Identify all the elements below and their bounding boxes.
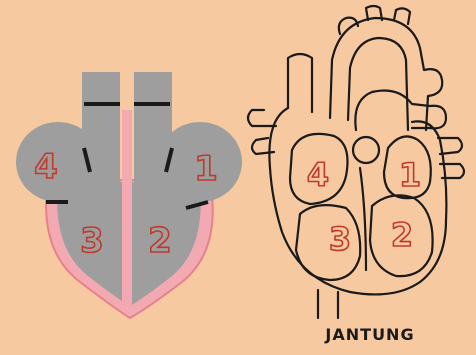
schematic-heart: 4 1 3 2 — [16, 72, 242, 318]
schematic-label-2: 2 — [148, 221, 172, 261]
anatomical-label-2: 2 — [391, 216, 413, 254]
aortic-arch — [330, 18, 442, 130]
aortic-valve — [353, 137, 379, 163]
anatomical-label-1: 1 — [399, 156, 421, 194]
aortic-arch-inner — [348, 38, 408, 130]
pulmonary-artery — [355, 91, 446, 131]
schematic-septum — [122, 110, 132, 312]
schematic-label-4: 4 — [34, 147, 58, 187]
pulmonary-vein-left — [248, 110, 276, 126]
arch-branch-1 — [339, 18, 358, 34]
anatomical-label-4: 4 — [307, 156, 329, 194]
inferior-vena-cava — [318, 290, 338, 318]
superior-vena-cava — [288, 54, 312, 112]
schematic-label-3: 3 — [80, 221, 104, 261]
diagram-caption: JANTUNG — [324, 325, 414, 344]
schematic-label-1: 1 — [194, 149, 218, 189]
anatomical-label-3: 3 — [329, 220, 351, 258]
anatomical-heart: 4 1 3 2 — [248, 6, 464, 318]
